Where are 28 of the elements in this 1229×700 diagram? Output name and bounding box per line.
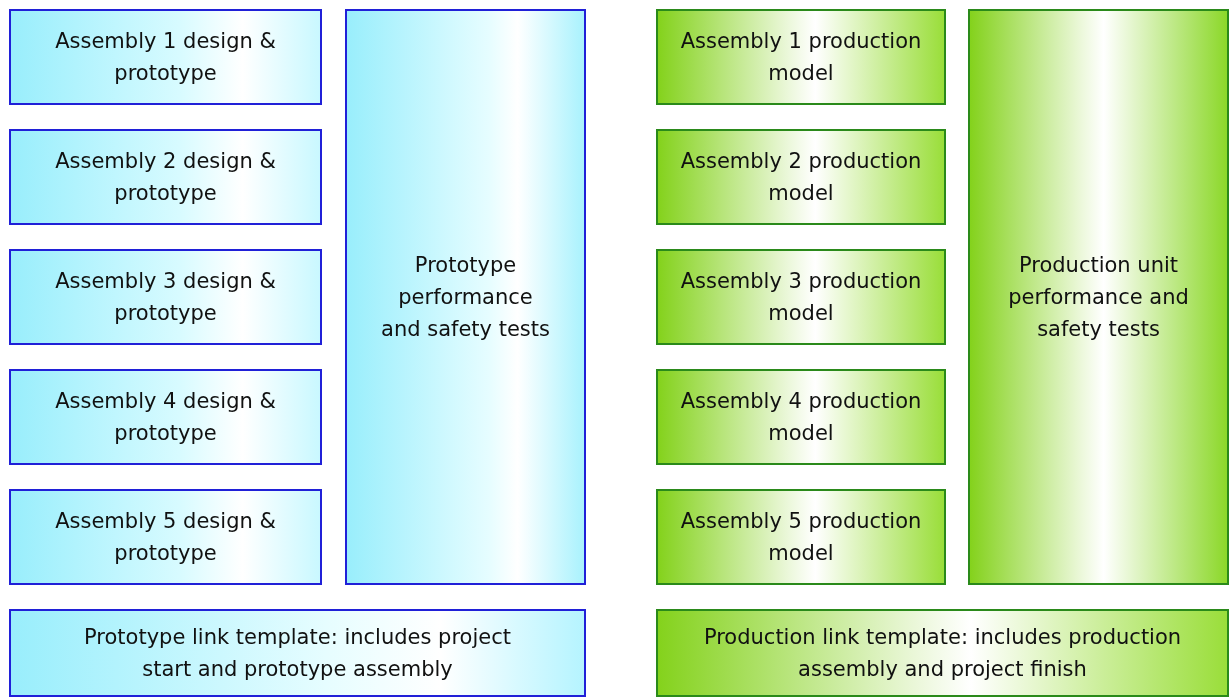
process-box [968, 9, 1229, 585]
process-box [656, 9, 946, 105]
box-label: Assembly 1 design & prototype [54, 28, 277, 87]
process-box [9, 489, 322, 585]
box-label: Assembly 3 design & prototype [54, 268, 277, 327]
box-label: Assembly 2 design & prototype [54, 148, 277, 207]
box-label: Assembly 1 production model [679, 28, 923, 87]
process-box [656, 609, 1229, 697]
process-box [9, 249, 322, 345]
process-box [656, 489, 946, 585]
box-label: Assembly 2 production model [679, 148, 923, 207]
process-box [9, 129, 322, 225]
process-box [656, 249, 946, 345]
box-label: Assembly 4 production model [679, 388, 923, 447]
process-box [9, 369, 322, 465]
box-label: Production link template: includes production assembly and project finish [702, 624, 1183, 683]
process-box [656, 369, 946, 465]
box-label: Assembly 3 production model [679, 268, 923, 327]
process-box [9, 609, 586, 697]
box-label: Production unit performance and safety tests [1007, 252, 1190, 343]
box-label: Assembly 5 design & prototype [54, 508, 277, 567]
box-label: Prototype performance and safety tests [380, 252, 551, 343]
box-label: Prototype link template: includes project start and prototype assembly [83, 624, 512, 683]
process-box [656, 129, 946, 225]
process-box [9, 9, 322, 105]
box-label: Assembly 5 production model [679, 508, 923, 567]
process-box [345, 9, 586, 585]
box-label: Assembly 4 design & prototype [54, 388, 277, 447]
